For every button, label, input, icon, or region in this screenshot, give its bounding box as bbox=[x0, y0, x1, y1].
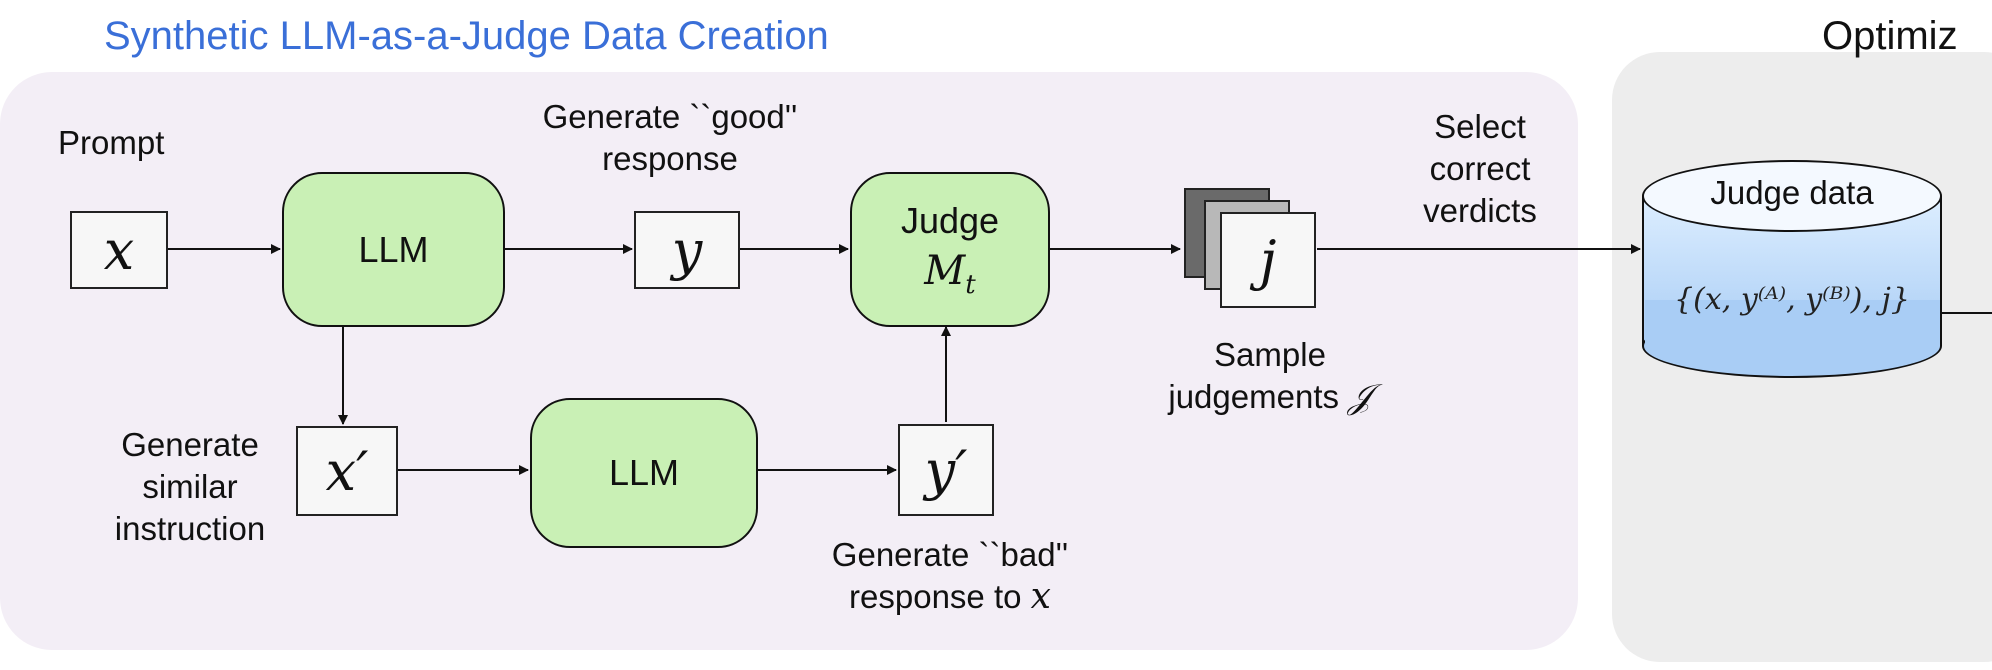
generate-bad-label: Generate ``bad'' response to x bbox=[800, 534, 1100, 618]
prompt-x-box: x bbox=[70, 211, 168, 289]
gen-bad-line-2: response to x bbox=[849, 576, 1051, 617]
gen-bad-x-symbol: x bbox=[1030, 576, 1051, 617]
judge-data-label: Judge data bbox=[1710, 174, 1874, 211]
judgement-set-symbol: 𝒥 bbox=[1348, 377, 1372, 417]
llm-top-label: LLM bbox=[358, 228, 429, 270]
j-symbol: j bbox=[1259, 228, 1277, 292]
gen-similar-line-3: instruction bbox=[114, 510, 266, 547]
select-verdicts-label: Select correct verdicts bbox=[1380, 106, 1580, 232]
x-prime-symbol: x′ bbox=[325, 439, 369, 503]
optimization-title: Optimiz bbox=[1822, 14, 1958, 58]
judge-data-content: {(x, y⁽ᴬ⁾, y⁽ᴮ⁾), j} bbox=[1674, 282, 1910, 317]
judge-model-symbol: Mt bbox=[924, 247, 976, 300]
generate-similar-label: Generate similar instruction bbox=[90, 424, 290, 550]
gen-bad-line-1: Generate ``bad'' bbox=[831, 536, 1069, 573]
llm-node-top: LLM bbox=[282, 172, 505, 327]
prompt-x-symbol: x bbox=[103, 218, 135, 282]
judge-data-db-top bbox=[1642, 160, 1942, 232]
select-line-3: verdicts bbox=[1423, 192, 1537, 229]
panel-title: Synthetic LLM-as-a-Judge Data Creation bbox=[104, 14, 829, 58]
similar-instruction-box: x′ bbox=[296, 426, 398, 516]
select-line-2: correct bbox=[1429, 150, 1531, 187]
generate-good-label: Generate ``good'' response bbox=[520, 96, 820, 180]
judgement-sheet-front: j bbox=[1220, 212, 1316, 308]
synthetic-data-panel bbox=[0, 72, 1578, 650]
sample-line-2: judgements 𝒥 bbox=[1168, 377, 1372, 417]
sample-judgements-label: Sample judgements 𝒥 bbox=[1140, 334, 1400, 418]
gen-similar-line-2: similar bbox=[142, 468, 238, 505]
llm-bottom-label: LLM bbox=[608, 452, 680, 493]
sample-line-1: Sample bbox=[1214, 336, 1326, 373]
generate-good-line-2: response bbox=[602, 140, 738, 177]
y-symbol: y bbox=[671, 218, 703, 282]
prompt-label: Prompt bbox=[58, 124, 165, 161]
generate-good-line-1: Generate ``good'' bbox=[542, 98, 798, 135]
bad-response-box: y′ bbox=[898, 424, 994, 516]
judge-node: Judge Mt bbox=[850, 172, 1050, 327]
llm-node-bottom: LLM bbox=[530, 398, 758, 548]
judge-data-db-fill bbox=[1644, 300, 1940, 346]
select-line-1: Select bbox=[1434, 108, 1526, 145]
gen-similar-line-1: Generate bbox=[121, 426, 259, 463]
good-response-y-box: y bbox=[634, 211, 740, 289]
judge-label: Judge bbox=[900, 199, 1000, 241]
y-prime-symbol: y′ bbox=[924, 438, 968, 502]
